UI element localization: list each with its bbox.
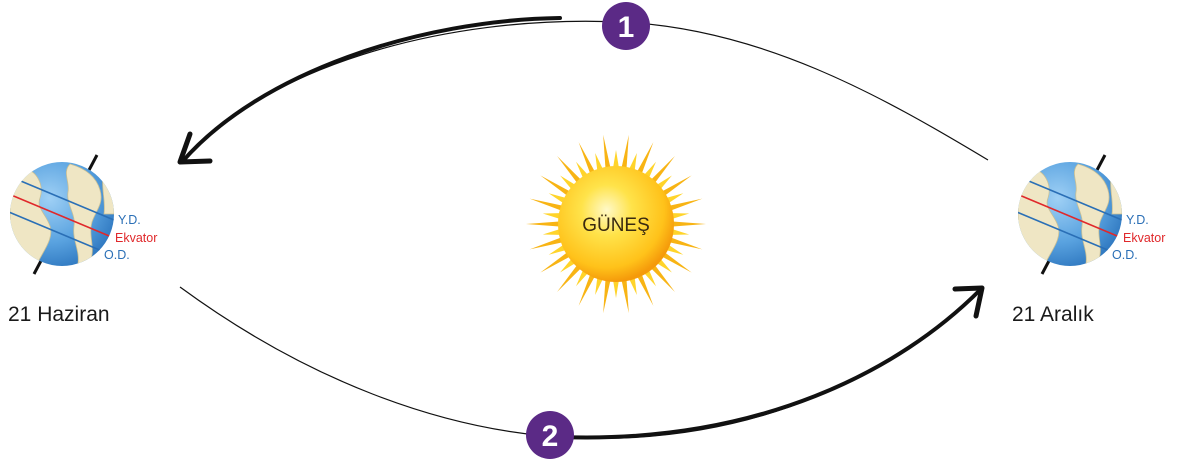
sun-ray: [603, 274, 612, 314]
orbit-path-2-arrowhead: [952, 285, 985, 319]
earth-june-date-label: 21 Haziran: [8, 303, 110, 326]
earth-june-tropic-north-line: [10, 173, 114, 226]
sun-ray: [647, 155, 675, 187]
earth-june-equator-line: [10, 191, 114, 244]
earth-december-tropic-north-line: [1018, 173, 1122, 226]
orbit-path-1-arrowhead: [177, 131, 213, 165]
earth-june-globe-icon: [10, 162, 114, 266]
sun-label: GÜNEŞ: [582, 215, 650, 236]
earth-december: Y.D. Ekvator O.D. 21 Aralık: [1012, 154, 1165, 326]
sun-ray: [658, 249, 692, 273]
earth-december-globe-icon: [1018, 162, 1122, 266]
sun-ray: [647, 261, 675, 293]
orbit-path-1-curve-thick: [180, 16, 562, 164]
sun-ray: [557, 261, 585, 293]
sun-ray: [529, 198, 567, 213]
sun-ray: [578, 142, 598, 178]
sun-ray: [665, 235, 703, 250]
path-number-badge-1: 1: [602, 2, 650, 50]
earth-december-date-label: 21 Aralık: [1012, 303, 1094, 326]
sun-ray: [540, 175, 574, 199]
earth-june: Y.D. Ekvator O.D. 21 Haziran: [8, 154, 157, 326]
badge-2-circle: [526, 411, 574, 459]
earth-december-equator-line: [1018, 191, 1122, 244]
orbit-path-2: [179, 285, 985, 440]
path-number-badge-2: 2: [526, 411, 574, 459]
sun-ray: [634, 142, 654, 178]
earth-june-tropic-south-label: O.D.: [104, 248, 130, 262]
sun-ray: [557, 155, 585, 187]
orbit-path-1-curve: [181, 20, 989, 163]
sun-ray: [634, 270, 654, 306]
sun-ray: [540, 249, 574, 273]
orbit-path-2-curve: [179, 286, 981, 439]
earth-december-tropic-north-label: Y.D.: [1126, 213, 1149, 227]
orbit-path-2-curve-thick: [558, 288, 982, 440]
earth-december-equator-label: Ekvator: [1123, 231, 1165, 245]
sun: GÜNEŞ: [526, 134, 706, 314]
orbit-path-1: [177, 16, 989, 165]
badge-2-number: 2: [542, 420, 559, 453]
sun-ray: [667, 221, 706, 227]
sun-ray: [529, 235, 567, 250]
badge-1-number: 1: [618, 11, 635, 44]
sun-ray: [578, 270, 598, 306]
badge-1-circle: [602, 2, 650, 50]
sun-ray: [620, 274, 629, 314]
sun-ray: [620, 134, 629, 174]
sun-ray: [603, 134, 612, 174]
earth-june-equator-label: Ekvator: [115, 231, 157, 245]
sun-ray: [658, 175, 692, 199]
sun-ray: [665, 198, 703, 213]
earth-december-tropic-south-label: O.D.: [1112, 248, 1138, 262]
sun-ray: [526, 221, 565, 227]
sun-disc: [558, 166, 674, 282]
earth-june-tropic-north-label: Y.D.: [118, 213, 141, 227]
